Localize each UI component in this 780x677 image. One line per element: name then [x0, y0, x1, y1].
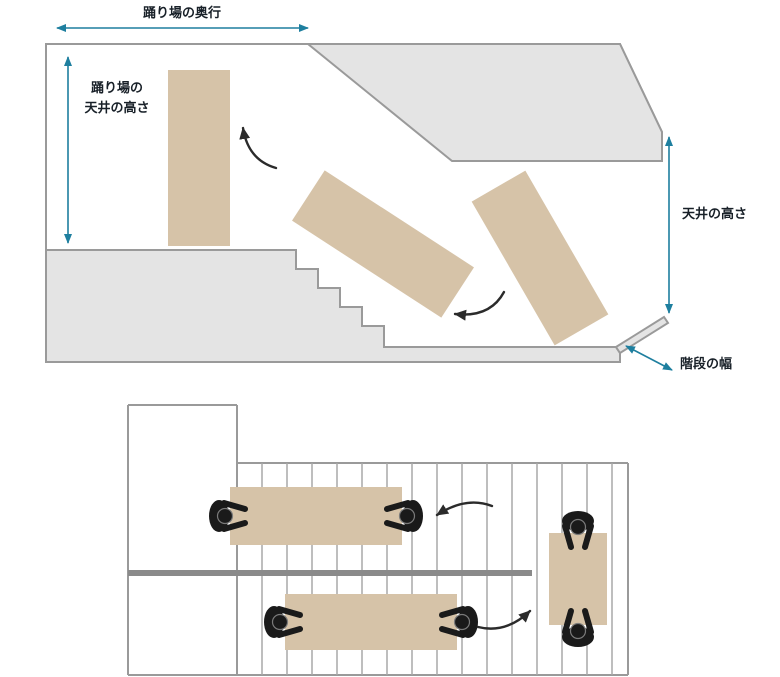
label-landing-ceiling-height-line1: 踊り場の	[91, 80, 143, 95]
plan-diagram	[127, 404, 629, 676]
dimension-arrow-stair-width	[625, 345, 673, 371]
plan-rotation-arrow-upper	[435, 501, 494, 517]
furniture-box-mid-stair	[292, 170, 474, 318]
label-stair-width: 階段の幅	[680, 356, 732, 371]
label-landing-depth: 踊り場の奥行	[143, 5, 221, 20]
stair-width-strip	[614, 315, 670, 355]
furniture-box-landing	[168, 70, 230, 246]
stair-steps-floor	[45, 249, 621, 363]
label-landing-ceiling-height-line2: 天井の高さ	[84, 100, 149, 115]
plan-box-lower	[285, 594, 457, 650]
plan-rotation-arrow-lower	[476, 609, 532, 630]
label-ceiling-height: 天井の高さ	[682, 206, 747, 221]
furniture-box-tilted	[471, 170, 609, 346]
rotation-arrow-lower	[453, 290, 506, 321]
plan-box-upper	[230, 487, 402, 545]
section-diagram: 踊り場の奥行 踊り場の 天井の高さ 天井の高さ 階段の幅	[45, 5, 747, 371]
plan-box-turning	[549, 533, 607, 625]
ceiling-slab	[305, 43, 663, 162]
rotation-arrow-upper	[239, 126, 278, 170]
plan-walls	[127, 404, 629, 676]
